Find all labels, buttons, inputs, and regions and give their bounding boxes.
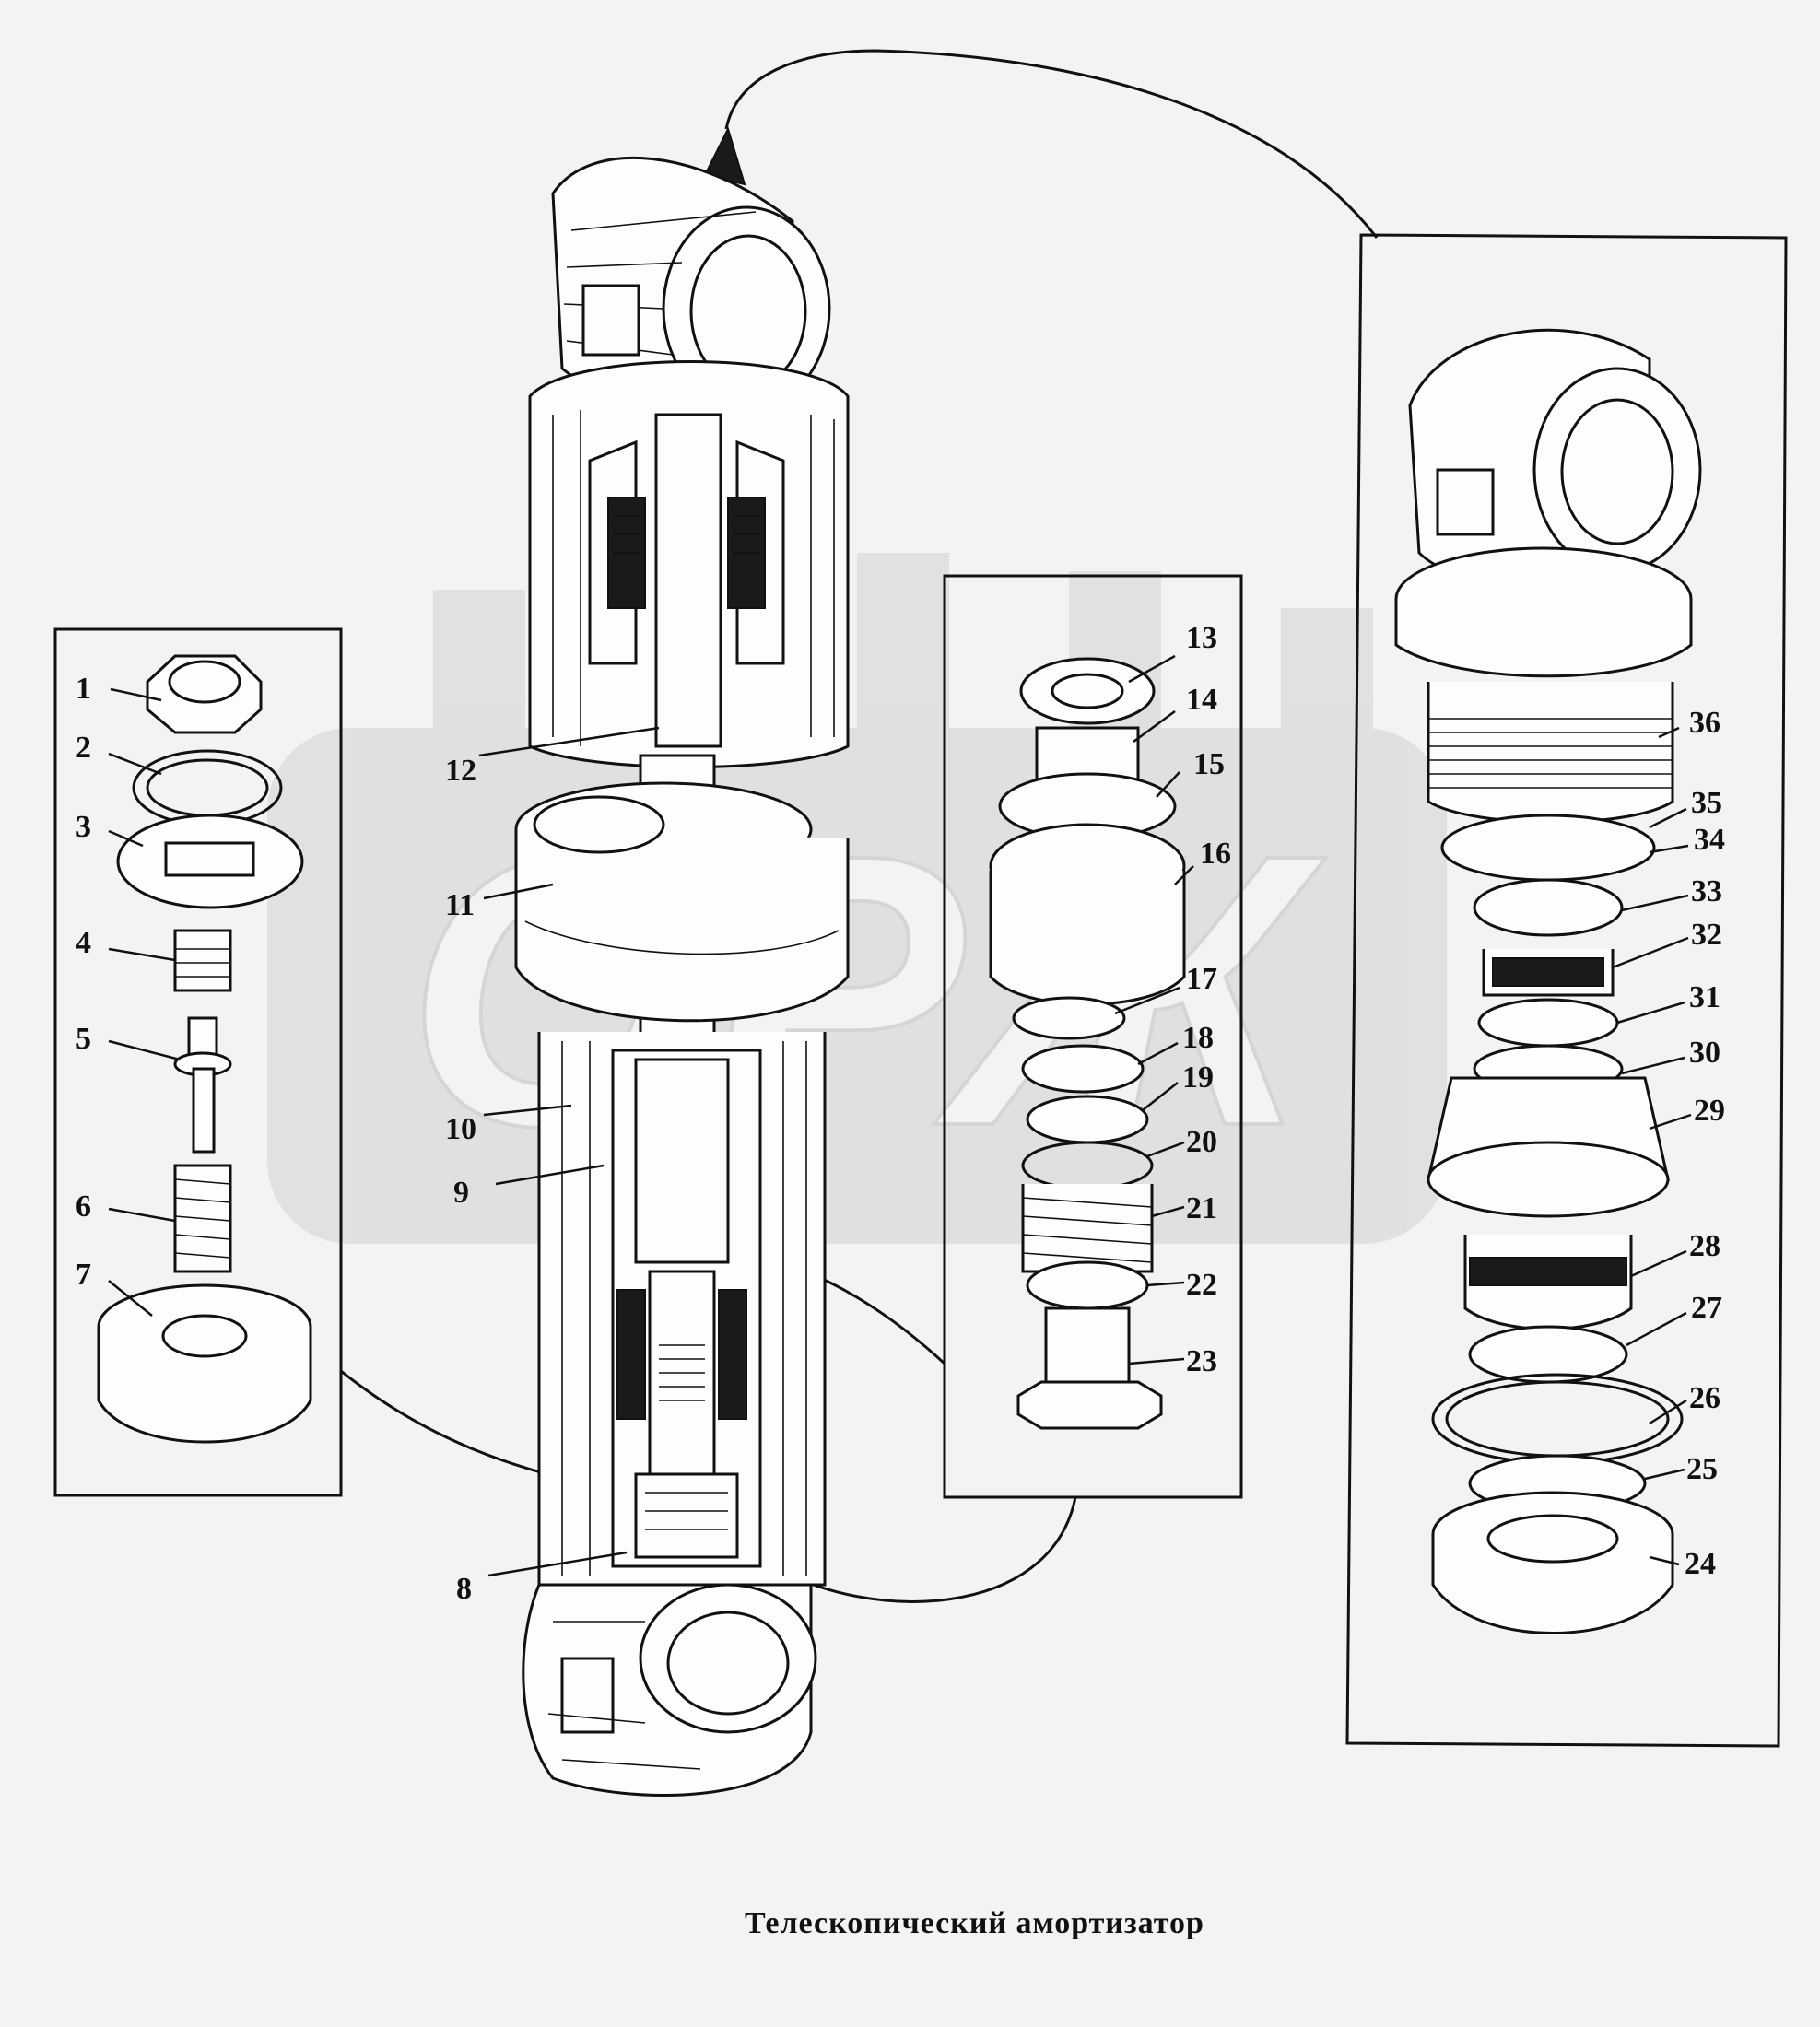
callout-15: 15 <box>1193 747 1225 781</box>
callout-19: 19 <box>1182 1060 1214 1095</box>
leader-5 <box>108 1039 181 1061</box>
left-panel-parts <box>97 654 312 1444</box>
callout-30: 30 <box>1689 1036 1720 1070</box>
callout-23: 23 <box>1186 1344 1217 1378</box>
leader-4 <box>108 947 176 962</box>
callout-10: 10 <box>445 1112 476 1146</box>
leader-9 <box>495 1164 605 1186</box>
leader-13 <box>1128 654 1176 684</box>
callout-20: 20 <box>1186 1125 1217 1159</box>
figure-caption: Телескопический амортизатор <box>745 1906 1204 1940</box>
callout-9: 9 <box>453 1176 469 1210</box>
leader-27 <box>1626 1311 1687 1347</box>
callout-labels: 1 2 3 4 5 6 7 8 9 10 11 12 13 14 15 16 1… <box>76 621 1725 1606</box>
callout-5: 5 <box>76 1022 91 1056</box>
callout-16: 16 <box>1200 837 1231 871</box>
callout-8: 8 <box>456 1572 472 1606</box>
lower-mounting-eye <box>522 1583 817 1797</box>
leader-21 <box>1151 1205 1185 1218</box>
upper-mounting-eye <box>551 156 831 413</box>
leader-17 <box>1114 986 1180 1015</box>
callout-17: 17 <box>1186 962 1217 996</box>
leader-36 <box>1658 726 1680 739</box>
leader-34 <box>1649 844 1689 854</box>
leader-19 <box>1142 1082 1179 1111</box>
callout-7: 7 <box>76 1258 91 1292</box>
leader-25 <box>1644 1468 1685 1481</box>
left-detail-panel <box>53 627 343 1497</box>
leader-32 <box>1612 936 1689 969</box>
callout-34: 34 <box>1694 823 1725 857</box>
leader-33 <box>1621 894 1689 912</box>
callout-26: 26 <box>1689 1381 1720 1415</box>
right-panel-parts <box>1394 328 1702 1634</box>
leader-10 <box>483 1104 572 1117</box>
callout-31: 31 <box>1689 980 1720 1014</box>
leader-29 <box>1649 1113 1692 1131</box>
callout-13: 13 <box>1186 621 1217 655</box>
callout-6: 6 <box>76 1189 91 1224</box>
lower-cylinder-cutaway <box>537 1032 827 1587</box>
callout-1: 1 <box>76 672 91 706</box>
callout-33: 33 <box>1691 874 1722 908</box>
watermark: ОРЖ <box>267 553 1447 1244</box>
leader-14 <box>1133 709 1176 744</box>
callout-14: 14 <box>1186 683 1217 717</box>
upper-housing-cutaway <box>528 360 850 768</box>
callout-21: 21 <box>1186 1191 1217 1225</box>
callout-24: 24 <box>1685 1547 1716 1581</box>
leader-31 <box>1616 1001 1685 1025</box>
leader-11 <box>483 883 554 900</box>
middle-panel-parts <box>989 657 1186 1430</box>
connector-top-curve <box>724 49 1379 239</box>
callout-3: 3 <box>76 810 91 844</box>
rod-guide-bushing <box>514 781 850 1023</box>
callout-12: 12 <box>445 754 476 788</box>
leader-15 <box>1156 771 1180 798</box>
leader-8 <box>487 1551 628 1577</box>
callout-4: 4 <box>76 926 91 960</box>
leader-2 <box>108 752 162 776</box>
callout-36: 36 <box>1689 706 1720 740</box>
middle-detail-panel <box>943 574 1243 1499</box>
leader-24 <box>1649 1555 1680 1566</box>
leader-30 <box>1621 1056 1685 1075</box>
leader-6 <box>108 1207 176 1223</box>
callout-22: 22 <box>1186 1268 1217 1302</box>
leader-1 <box>110 687 162 702</box>
leader-22 <box>1146 1281 1185 1287</box>
callout-25: 25 <box>1686 1452 1718 1486</box>
callout-18: 18 <box>1182 1021 1214 1055</box>
leader-16 <box>1174 865 1194 885</box>
callout-11: 11 <box>445 888 475 922</box>
leader-12 <box>478 726 660 757</box>
leader-3 <box>108 829 144 848</box>
leader-26 <box>1649 1399 1687 1425</box>
callout-27: 27 <box>1691 1291 1722 1325</box>
callout-35: 35 <box>1691 786 1722 820</box>
leader-7 <box>108 1280 153 1317</box>
leader-20 <box>1146 1141 1185 1158</box>
callout-2: 2 <box>76 731 91 765</box>
callout-32: 32 <box>1691 918 1722 952</box>
callout-28: 28 <box>1689 1229 1720 1263</box>
right-detail-panel <box>1345 233 1788 1748</box>
leader-35 <box>1649 807 1687 829</box>
callout-29: 29 <box>1694 1094 1725 1128</box>
leader-18 <box>1137 1041 1179 1066</box>
leader-23 <box>1128 1357 1185 1365</box>
leader-28 <box>1630 1249 1687 1278</box>
